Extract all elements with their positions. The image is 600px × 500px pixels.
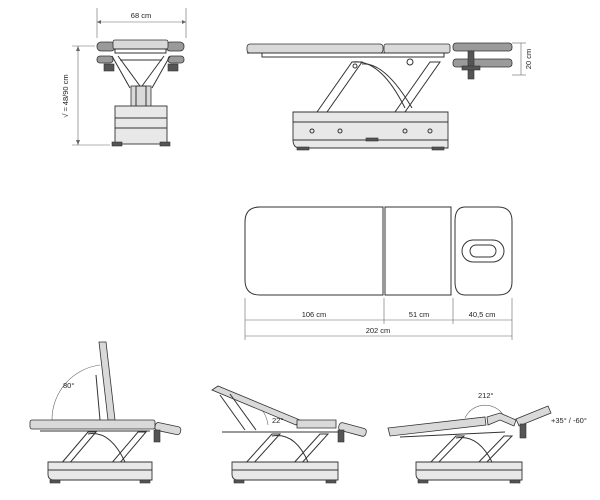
position-upright: 80° (29, 341, 182, 484)
front-width-label: 68 cm (131, 11, 151, 20)
incline-angle-label: 22° (272, 416, 283, 425)
top-view: 106 cm 51 cm 40,5 cm 202 cm (244, 206, 513, 340)
side-view: 20 cm (246, 42, 533, 151)
headrest-height-label: 20 cm (524, 49, 533, 69)
head-tilt-label: +35° / -60° (551, 416, 587, 425)
head-segment-label: 40,5 cm (469, 310, 496, 319)
position-raised: 212° +35° / -60° (387, 391, 587, 484)
position-incline: 22° (211, 385, 367, 484)
height-range-label: √ ≈ 48/90 cm (61, 74, 70, 117)
total-length-label: 202 cm (366, 326, 391, 335)
main-segment-label: 106 cm (302, 310, 327, 319)
upright-angle-label: 80° (63, 381, 74, 390)
front-view: 68 cm √ ≈ 48/90 cm (61, 8, 187, 147)
middle-segment-label: 51 cm (409, 310, 429, 319)
raise-angle-label: 212° (478, 391, 494, 400)
